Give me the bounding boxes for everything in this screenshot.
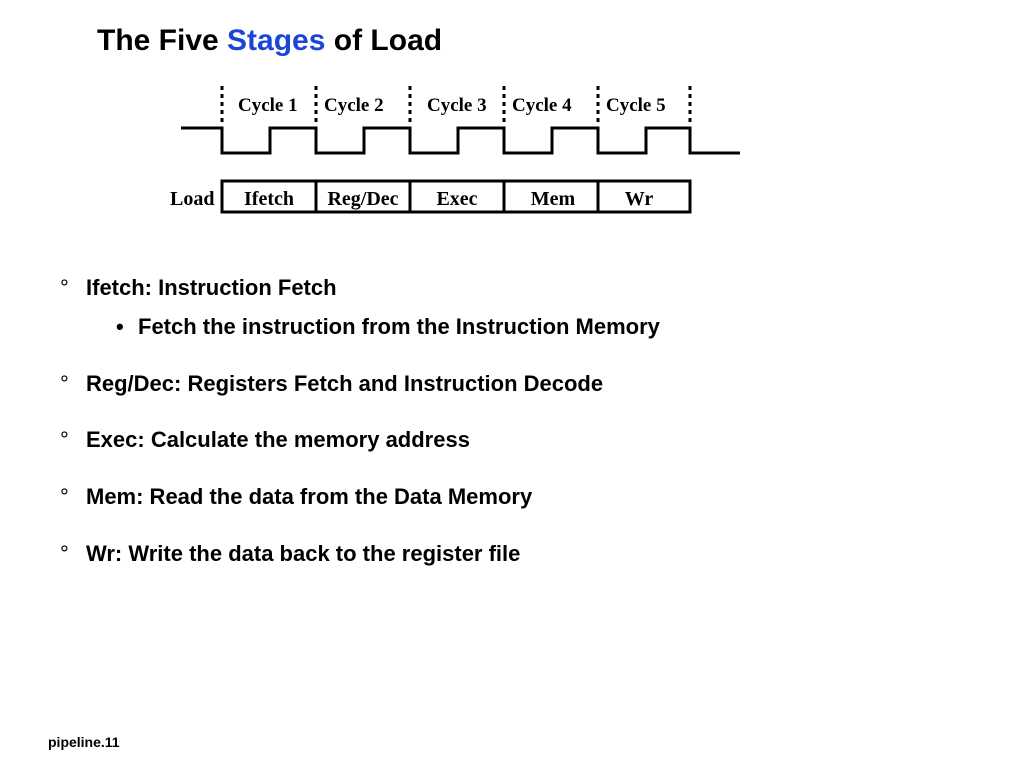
stage-label: Wr [625, 188, 654, 210]
stage-box-wr [596, 179, 692, 214]
bullet-text: Fetch the instruction from the Instructi… [138, 314, 660, 339]
stage-label: Exec [436, 188, 477, 210]
stage-row [220, 179, 692, 214]
stage-label: Mem [531, 188, 576, 210]
cycle-boundaries [220, 86, 692, 122]
cycle-label: Cycle 5 [606, 95, 666, 116]
stage-label: Ifetch [244, 188, 294, 210]
bullet-text: Ifetch: Instruction Fetch [86, 275, 337, 300]
bullet-marker: ° [60, 371, 69, 396]
title-suffix: of Load [325, 24, 443, 57]
bullet-marker: ° [60, 275, 69, 300]
clock-waveform [181, 126, 740, 155]
bullet-marker: ° [60, 427, 69, 452]
bullet-text: Wr: Write the data back to the register … [86, 541, 521, 566]
page-title: The Five Stages of Load [97, 24, 442, 58]
list-item: ° Wr: Write the data back to the register… [60, 541, 520, 567]
list-item: ° Reg/Dec: Registers Fetch and Instructio… [60, 371, 603, 397]
cycle-label: Cycle 1 [238, 95, 298, 116]
list-item: ° Exec: Calculate the memory address [60, 427, 470, 453]
list-item: ° Ifetch: Instruction Fetch [60, 275, 337, 301]
title-prefix: The Five [97, 24, 228, 57]
title-accent: Stages [227, 24, 326, 57]
cycle-label: Cycle 2 [324, 95, 384, 116]
bullet-text: Reg/Dec: Registers Fetch and Instruction… [86, 371, 604, 396]
cycle-label: Cycle 3 [427, 95, 487, 116]
stage-label: Reg/Dec [327, 188, 398, 210]
pipeline-timing-diagram: Cycle 1 Cycle 2 Cycle 3 Cycle 4 Cycle 5 … [170, 86, 740, 214]
bullet-text: Mem: Read the data from the Data Memory [86, 484, 533, 509]
bullet-marker: • [116, 314, 124, 339]
bullet-marker: ° [60, 541, 69, 566]
list-item: ° Mem: Read the data from the Data Memory [60, 484, 532, 510]
bullet-marker: ° [60, 484, 69, 509]
instruction-label: Load [170, 188, 214, 210]
cycle-label: Cycle 4 [512, 95, 572, 116]
list-item: • Fetch the instruction from the Instruct… [116, 314, 660, 340]
bullet-text: Exec: Calculate the memory address [86, 427, 470, 452]
slide-footer: pipeline.11 [48, 734, 120, 750]
